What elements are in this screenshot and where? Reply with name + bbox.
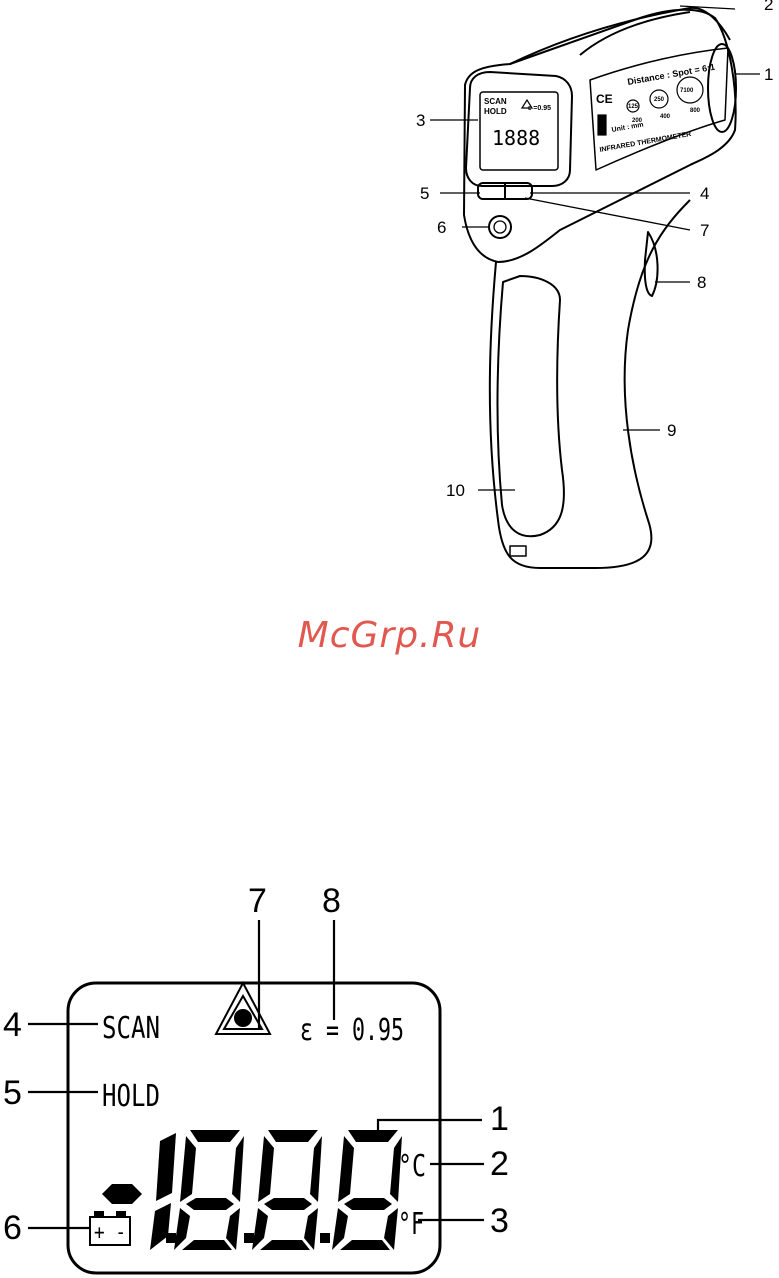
callout-top-7: 7 (700, 222, 709, 239)
lcd-hold-label: HOLD (102, 1079, 160, 1114)
lcd-emissivity: ε = 0.95 (300, 1013, 404, 1048)
callout-top-2: 2 (764, 0, 773, 13)
callout-bottom-1: 1 (490, 1102, 509, 1136)
device-spot-3: 7100 (680, 88, 694, 94)
device-dist-3: 800 (690, 108, 701, 114)
callout-top-5: 5 (420, 185, 429, 202)
callout-top-8: 8 (697, 274, 706, 291)
device-dist-2: 400 (660, 114, 671, 120)
callout-top-10: 10 (446, 482, 465, 499)
callout-bottom-5: 5 (3, 1076, 22, 1110)
device-unit: Unit : mm (611, 121, 644, 133)
callout-bottom-2: 2 (490, 1147, 509, 1181)
laser-button (489, 216, 511, 238)
device-distance-spot: Distance : Spot = 6:1 (627, 62, 716, 87)
device-product-name: INFRARED THERMOMETER (599, 131, 692, 154)
lcd-diagram: SCAN HOLD ε = 0.95 °C °F + - (0, 858, 779, 1278)
handle (490, 200, 690, 568)
battery-symbols: + - (94, 1220, 126, 1244)
callout-top-1: 1 (764, 66, 773, 83)
callout-top-3: 3 (416, 112, 425, 129)
callout-bottom-7: 7 (248, 884, 267, 918)
lcd-scan-label: SCAN (102, 1011, 160, 1046)
callout-bottom-8: 8 (322, 884, 341, 918)
watermark: McGrp.Ru (0, 615, 779, 656)
lens (708, 44, 736, 132)
callout-top-6: 6 (437, 219, 446, 236)
device-screen-digits: 1888 (492, 126, 540, 150)
thermometer-illustration: Distance : Spot = 6:1 CE 125 250 7100 20… (0, 0, 779, 600)
callout-top-4: 4 (700, 185, 709, 202)
device-spot-1: 125 (628, 104, 639, 110)
lcd-unit-fahrenheit: °F (398, 1207, 424, 1242)
callout-top-9: 9 (667, 422, 676, 439)
device-screen-scan: SCAN (484, 97, 507, 106)
device-spot-2: 250 (654, 97, 665, 103)
lcd-unit-celsius: °C (398, 1149, 426, 1184)
device-screen-hold: HOLD (484, 107, 507, 116)
callout-bottom-6: 6 (3, 1211, 22, 1245)
callout-bottom-3: 3 (490, 1204, 509, 1238)
device-ce: CE (596, 92, 613, 106)
grip-pad (497, 276, 563, 536)
callout-bottom-4: 4 (3, 1008, 22, 1042)
